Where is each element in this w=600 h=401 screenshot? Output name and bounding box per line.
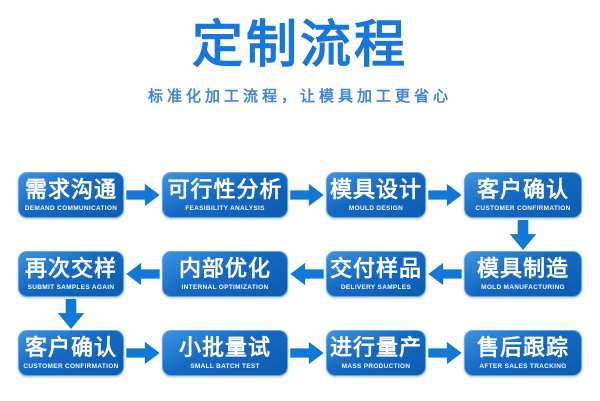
arrow-left-icon [124, 251, 162, 297]
step-title-zh: 售后跟踪 [476, 334, 569, 360]
page-subtitle: 标准化加工流程，让模具加工更省心 [147, 87, 452, 105]
flow-step-mould-design: 模具设计 MOULD DESIGN [326, 172, 426, 218]
arrow-right-icon [288, 330, 326, 376]
step-title-zh: 客户确认 [24, 334, 117, 360]
flow-step-after-sales-tracking: 售后跟踪 AFTER SALES TRACKING [464, 330, 582, 376]
flow-step-customer-confirmation-2: 客户确认 CUSTOMER CONFIRMATION [18, 330, 124, 376]
step-title-zh: 可行性分析 [167, 176, 283, 202]
step-subtitle-en: AFTER SALES TRACKING [479, 362, 567, 370]
step-subtitle-en: MASS PRODUCTION [341, 362, 411, 370]
arrow-right-icon [124, 330, 162, 376]
step-subtitle-en: INTERNAL OPTIMIZATION [181, 283, 269, 291]
step-subtitle-en: MOLD MANUFACTURING [481, 283, 565, 291]
step-subtitle-en: DEMAND COMMUNICATION [24, 204, 118, 212]
flow-step-feasibility-analysis: 可行性分析 FEASIBILITY ANALYSIS [162, 172, 288, 218]
flow-step-submit-samples-again: 再次交样 SUBMIT SAMPLES AGAIN [18, 251, 124, 297]
step-subtitle-en: DELIVERY SAMPLES [340, 283, 412, 291]
step-title-zh: 小批量试 [178, 334, 271, 360]
step-subtitle-en: FEASIBILITY ANALYSIS [185, 204, 265, 212]
flow-step-customer-confirmation-1: 客户确认 CUSTOMER CONFIRMATION [464, 172, 582, 218]
arrow-left-icon [288, 251, 326, 297]
flow-step-small-batch-test: 小批量试 SMALL BATCH TEST [162, 330, 288, 376]
flow-step-internal-optimization: 内部优化 INTERNAL OPTIMIZATION [162, 251, 288, 297]
arrow-right-icon [124, 172, 162, 218]
step-title-zh: 内部优化 [178, 255, 271, 281]
step-title-zh: 再次交样 [24, 255, 117, 281]
flow-step-delivery-samples: 交付样品 DELIVERY SAMPLES [326, 251, 426, 297]
process-flowchart: 需求沟通 DEMAND COMMUNICATION 可行性分析 FEASIBIL… [18, 172, 582, 376]
header: 定制流程 标准化加工流程，让模具加工更省心 [0, 0, 600, 106]
flow-step-mass-production: 进行量产 MASS PRODUCTION [326, 330, 426, 376]
arrow-left-icon [426, 251, 464, 297]
arrow-right-icon [288, 172, 326, 218]
flow-step-mold-manufacturing: 模具制造 MOLD MANUFACTURING [464, 251, 582, 297]
arrow-right-icon [426, 172, 464, 218]
arrow-right-icon [426, 330, 464, 376]
arrow-down-icon [464, 218, 582, 251]
step-subtitle-en: SUBMIT SAMPLES AGAIN [27, 283, 115, 291]
step-subtitle-en: SMALL BATCH TEST [190, 362, 260, 370]
step-title-zh: 进行量产 [329, 334, 422, 360]
step-title-zh: 模具制造 [476, 255, 569, 281]
step-subtitle-en: MOULD DESIGN [348, 204, 404, 212]
arrow-down-icon [18, 297, 124, 330]
flow-step-demand-communication: 需求沟通 DEMAND COMMUNICATION [18, 172, 124, 218]
step-title-zh: 需求沟通 [24, 176, 117, 202]
step-subtitle-en: CUSTOMER CONFIRMATION [23, 362, 119, 370]
step-title-zh: 模具设计 [329, 176, 422, 202]
page-title: 定制流程 [191, 16, 408, 73]
step-title-zh: 客户确认 [476, 176, 569, 202]
step-title-zh: 交付样品 [329, 255, 422, 281]
step-subtitle-en: CUSTOMER CONFIRMATION [475, 204, 571, 212]
